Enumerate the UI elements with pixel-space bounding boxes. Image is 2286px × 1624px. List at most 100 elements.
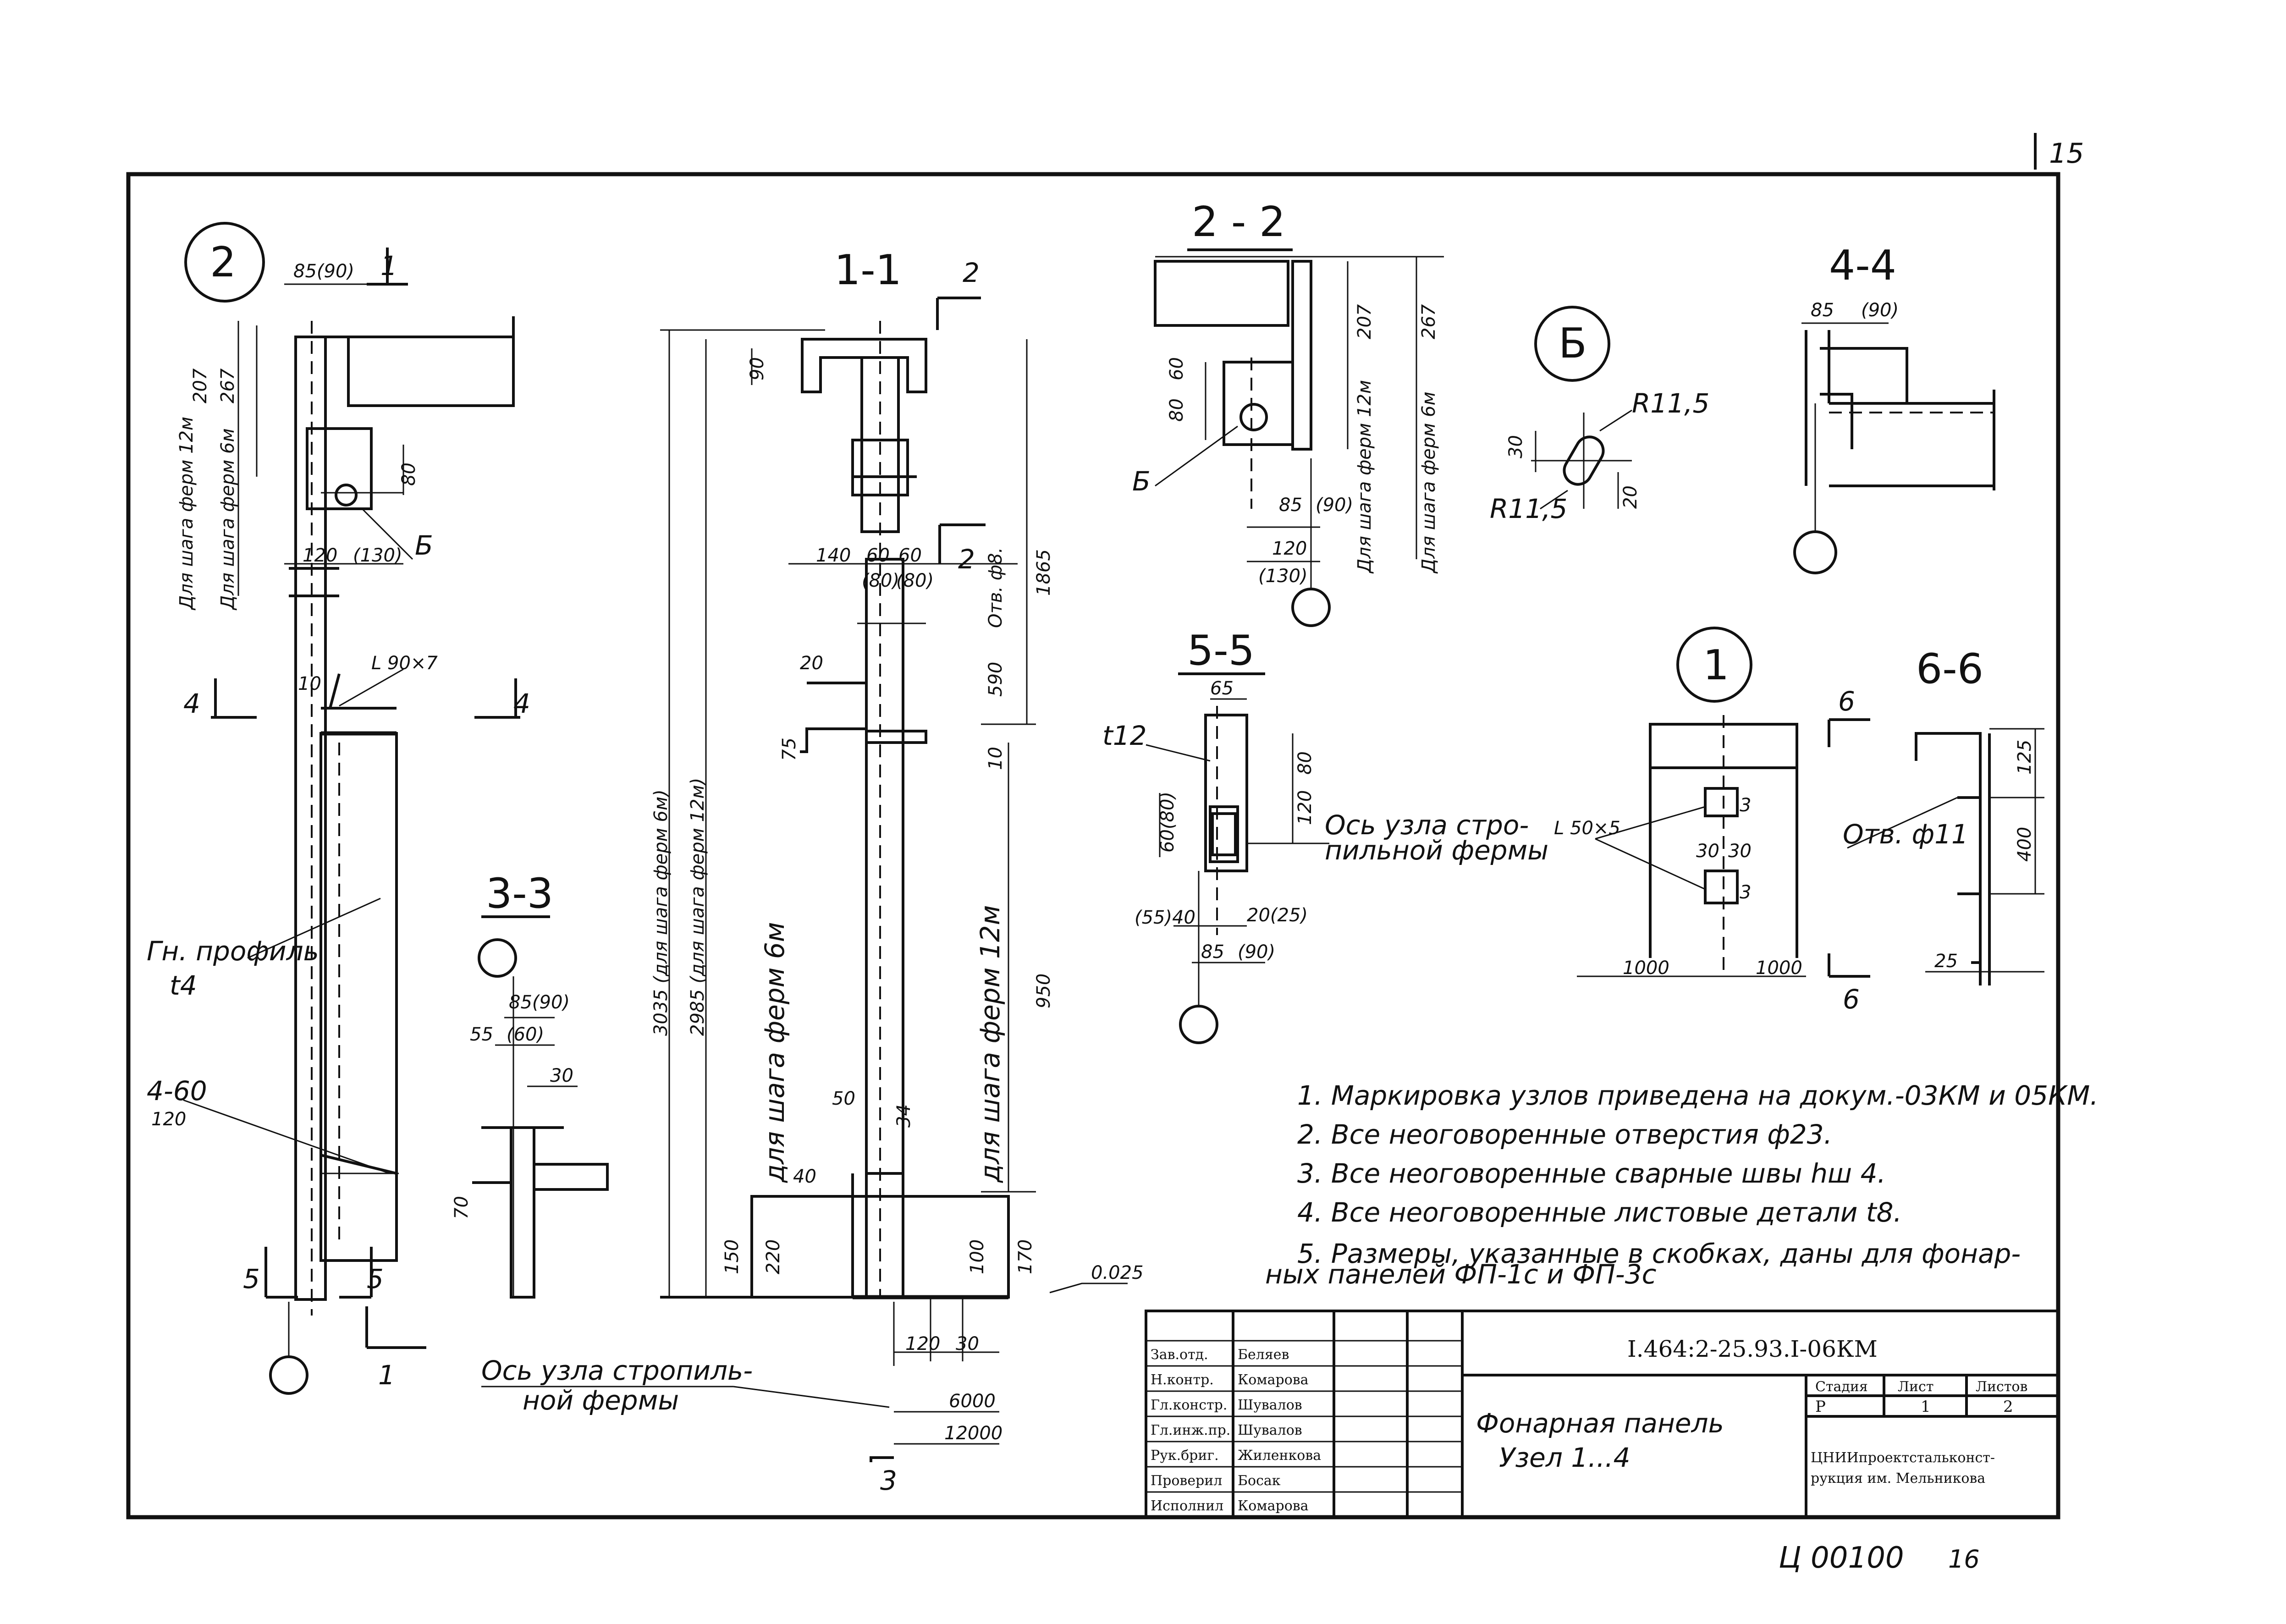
nodeB-title: Б xyxy=(1559,319,1587,368)
tb-stage: Р xyxy=(1815,1398,1826,1416)
note-4: 4. Все неоговоренные листовые детали t8. xyxy=(1297,1197,1902,1228)
node1-d3a: 3 xyxy=(1740,795,1751,816)
note-5b: ных панелей ФП-1с и ФП-3с xyxy=(1265,1259,1657,1290)
s11-d170: 170 xyxy=(1015,1239,1036,1274)
s11-d30: 30 xyxy=(956,1333,979,1354)
tb-name-5: Босак xyxy=(1238,1473,1281,1489)
tb-sheets: 2 xyxy=(2003,1398,2013,1416)
n2-profile: Гн. профиль xyxy=(147,936,319,967)
node-1-detail: 1 6 6 L 50×5 30 30 1000 1000 3 3 xyxy=(1554,627,1870,1015)
s11-title: 1-1 xyxy=(834,246,902,294)
tb-role-4: Рук.бриг. xyxy=(1151,1448,1219,1464)
s11-step12: для шага ферм 12м xyxy=(975,905,1006,1183)
node1-cut-6-bot: 6 xyxy=(1843,984,1860,1015)
s33-dim-60: (60) xyxy=(507,1024,544,1045)
node-b-detail: Б R11,5 R11,5 30 20 xyxy=(1490,306,1709,524)
s11-step6: для шага ферм 6м xyxy=(759,922,790,1183)
node1-d1000a: 1000 xyxy=(1623,958,1669,979)
n2-dim-10: 10 xyxy=(298,673,321,694)
tb-title-1: Фонарная панель xyxy=(1476,1408,1724,1439)
cut-5-right: 5 xyxy=(367,1263,384,1294)
tb-role-1: Н.контр. xyxy=(1151,1372,1214,1388)
s11-d3035: 3035 (для шага ферм 6м) xyxy=(650,789,672,1036)
s44-d85: 85 xyxy=(1811,300,1834,321)
title-block: Зав.отд. Беляев Н.контр. Комарова Гл.кон… xyxy=(1145,1310,2060,1519)
tb-name-1: Комарова xyxy=(1238,1372,1309,1388)
s11-d1865: 1865 xyxy=(1033,549,1054,596)
axis-note: Ось узла стропиль- ной фермы xyxy=(481,1355,890,1416)
node-2-label: 2 xyxy=(210,238,236,286)
tb-role-3: Гл.инж.пр. xyxy=(1151,1422,1230,1438)
s11-cut-2-top: 2 xyxy=(963,257,980,288)
tb-name-4: Жиленкова xyxy=(1238,1448,1321,1464)
tb-name-0: Беляев xyxy=(1238,1347,1289,1363)
sheet-border xyxy=(126,172,2060,1519)
n2-dim-120: 120 xyxy=(303,545,337,566)
tb-name-3: Шувалов xyxy=(1238,1422,1302,1438)
tb-org-2: рукция им. Мельникова xyxy=(1811,1470,1985,1486)
section-5-5: 5-5 65 t12 80 120 60(80) (55)40 20(25) 8… xyxy=(1102,627,1548,1044)
s55-axis2: пильной фермы xyxy=(1325,835,1548,866)
s11-hole: Отв. ф8. xyxy=(985,547,1006,628)
cut-4-left: 4 xyxy=(183,688,200,719)
n2-plate-len: 120 xyxy=(151,1109,186,1130)
n2-angle: L 90×7 xyxy=(371,653,438,674)
s55-d80: 80 xyxy=(1294,751,1316,775)
s22-d90: (90) xyxy=(1316,495,1353,516)
node-2-axis-circle xyxy=(269,1355,308,1395)
s11-d140: 140 xyxy=(816,545,851,566)
node1-cut-6-top: 6 xyxy=(1838,686,1855,717)
tb-role-2: Гл.констр. xyxy=(1151,1397,1227,1413)
s66-d25: 25 xyxy=(1934,951,1958,972)
section-4-4: 4-4 85 (90) xyxy=(1793,242,1995,574)
tb-role-0: Зав.отд. xyxy=(1151,1347,1208,1363)
s55-title: 5-5 xyxy=(1187,627,1255,675)
s55-d120: 120 xyxy=(1294,790,1316,825)
s11-d6000: 6000 xyxy=(949,1391,996,1412)
page-number-corner: 15 xyxy=(2034,133,2084,170)
s33-dim-85: 85(90) xyxy=(509,992,570,1013)
s55-d55: (55)40 xyxy=(1135,907,1195,928)
s11-d90: 90 xyxy=(747,357,768,380)
s11-d950: 950 xyxy=(1033,974,1054,1008)
n2-dim-130: (130) xyxy=(353,545,402,566)
tb-col-stage: Стадия xyxy=(1815,1379,1868,1395)
nodeB-d20: 20 xyxy=(1620,485,1641,509)
s22-step6: Для шага ферм 6м xyxy=(1418,391,1439,574)
s55-t12: t12 xyxy=(1102,720,1147,751)
n2-step12: Для шага ферм 12м xyxy=(176,417,197,611)
nodeB-d30: 30 xyxy=(1505,435,1526,458)
s11-d75: 75 xyxy=(779,738,800,761)
node1-angle: L 50×5 xyxy=(1554,818,1620,839)
s11-d60a: 60 xyxy=(866,545,890,566)
s11-cut-3: 3 xyxy=(880,1465,897,1496)
s22-title: 2 - 2 xyxy=(1192,198,1285,246)
s55-axis: Ось узла стро- xyxy=(1325,809,1529,841)
s33-title: 3-3 xyxy=(486,870,553,918)
n2-label-b: Б xyxy=(415,530,433,561)
s55-d60: 60(80) xyxy=(1157,792,1178,853)
tb-name-2: Шувалов xyxy=(1238,1397,1302,1413)
nodeB-r1: R11,5 xyxy=(1632,388,1709,419)
n2-plate: 4-60 xyxy=(147,1075,207,1107)
node-2-detail: 2 85(90) 207 267 Для шага фе xyxy=(147,222,515,1316)
archive-stamp: Ц 00100 16 xyxy=(1779,1541,1980,1575)
node1-d30a: 30 xyxy=(1696,841,1719,862)
s66-hole: Отв. ф11 xyxy=(1843,819,1968,850)
s11-d60b: 60 xyxy=(898,545,922,566)
node-2-bubble xyxy=(184,222,265,303)
n2-dim-207: 207 xyxy=(190,368,211,403)
axis-note-line2: ной фермы xyxy=(523,1385,679,1416)
n2-dim-85: 85(90) xyxy=(293,261,354,282)
s66-d400: 400 xyxy=(2014,827,2035,862)
node1-d1000b: 1000 xyxy=(1756,958,1802,979)
s11-d20: 20 xyxy=(800,653,823,674)
s11-d80a: (80) xyxy=(862,570,899,591)
s11-d590: 590 xyxy=(985,662,1006,697)
s11-d34: 34 xyxy=(893,1104,914,1128)
s44-title: 4-4 xyxy=(1829,242,1896,290)
s11-cut-2-mid: 2 xyxy=(958,544,975,575)
s22-d130: (130) xyxy=(1258,566,1308,587)
s22-step12: Для шага ферм 12м xyxy=(1354,380,1375,574)
